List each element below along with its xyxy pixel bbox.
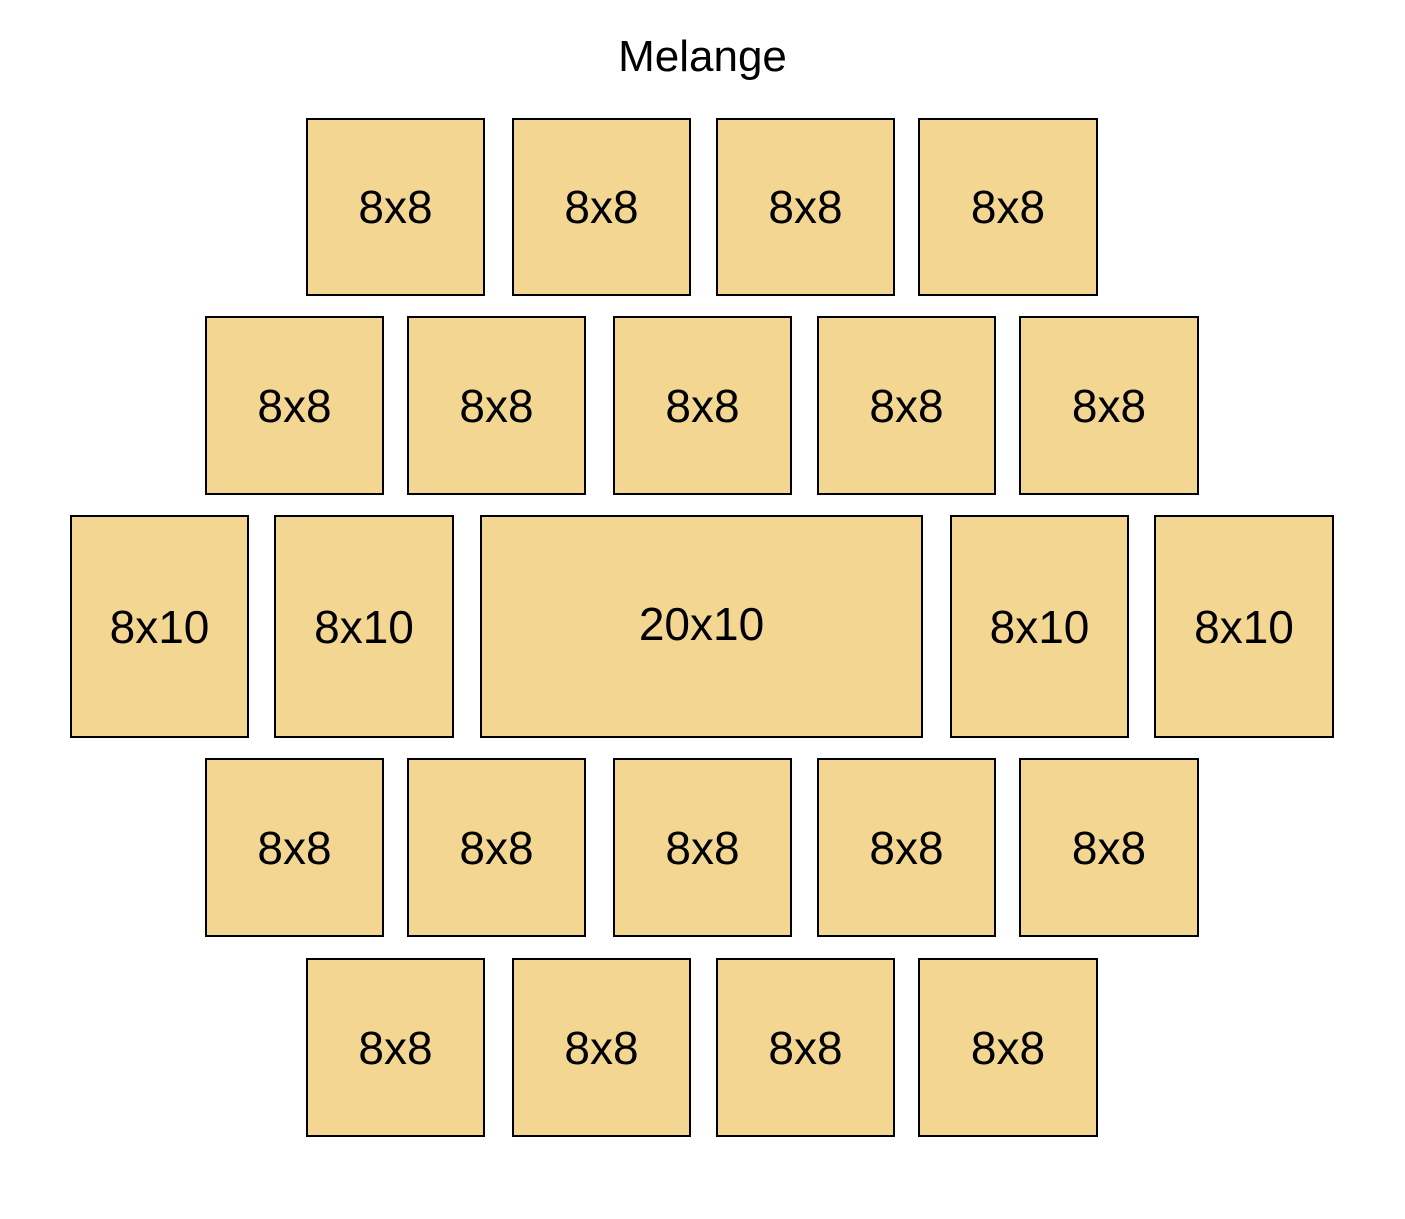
frame-size-label: 8x10 — [1194, 600, 1294, 653]
frame-tile: 8x8 — [1019, 316, 1199, 495]
frame-tile: 8x8 — [918, 118, 1098, 296]
frame-tile: 8x8 — [512, 118, 691, 296]
frame-size-label: 8x8 — [459, 821, 534, 874]
frame-size-label: 8x8 — [1071, 379, 1147, 432]
frame-tile: 20x10 — [480, 515, 923, 738]
frame-tile: 8x8 — [205, 758, 384, 937]
frame-size-label: 8x8 — [869, 379, 944, 432]
frame-size-label: 8x8 — [257, 379, 332, 432]
frame-tile: 8x8 — [407, 316, 586, 495]
frame-size-label: 8x10 — [989, 600, 1090, 653]
frame-size-label: 8x8 — [970, 1021, 1046, 1074]
frame-tile: 8x8 — [306, 118, 485, 296]
frame-tile: 8x8 — [817, 758, 996, 937]
frame-size-label: 8x8 — [768, 1021, 843, 1074]
frame-tile: 8x8 — [306, 958, 485, 1137]
frame-tile: 8x8 — [205, 316, 384, 495]
frame-size-label: 8x10 — [314, 600, 414, 653]
frame-size-label: 8x8 — [459, 379, 534, 432]
frame-tile: 8x8 — [817, 316, 996, 495]
frame-tile: 8x8 — [613, 316, 792, 495]
frame-tile: 8x10 — [274, 515, 454, 738]
frame-tile: 8x8 — [613, 758, 792, 937]
frame-size-label: 20x10 — [638, 597, 765, 650]
frame-size-label: 8x8 — [358, 181, 433, 233]
frame-tile: 8x10 — [70, 515, 249, 738]
frame-size-label: 8x8 — [869, 821, 944, 874]
frame-size-label: 8x10 — [109, 600, 210, 653]
frame-size-label: 8x8 — [257, 821, 332, 874]
frame-size-label: 8x8 — [564, 1021, 639, 1074]
frame-tile: 8x10 — [1154, 515, 1334, 738]
frame-tile: 8x8 — [407, 758, 586, 937]
frame-tile: 8x8 — [1019, 758, 1199, 937]
frame-tile: 8x8 — [512, 958, 691, 1137]
diagram-title: Melange — [618, 32, 787, 81]
frame-tile: 8x8 — [918, 958, 1098, 1137]
frame-size-label: 8x8 — [970, 181, 1046, 233]
frame-size-label: 8x8 — [665, 821, 740, 874]
frame-size-label: 8x8 — [564, 181, 639, 233]
frame-size-label: 8x8 — [665, 379, 740, 432]
frame-tile: 8x10 — [950, 515, 1129, 738]
frame-size-label: 8x8 — [358, 1021, 433, 1074]
frame-tile: 8x8 — [716, 118, 895, 296]
frame-size-label: 8x8 — [768, 181, 843, 233]
frame-tile: 8x8 — [716, 958, 895, 1137]
frame-size-label: 8x8 — [1071, 821, 1147, 874]
